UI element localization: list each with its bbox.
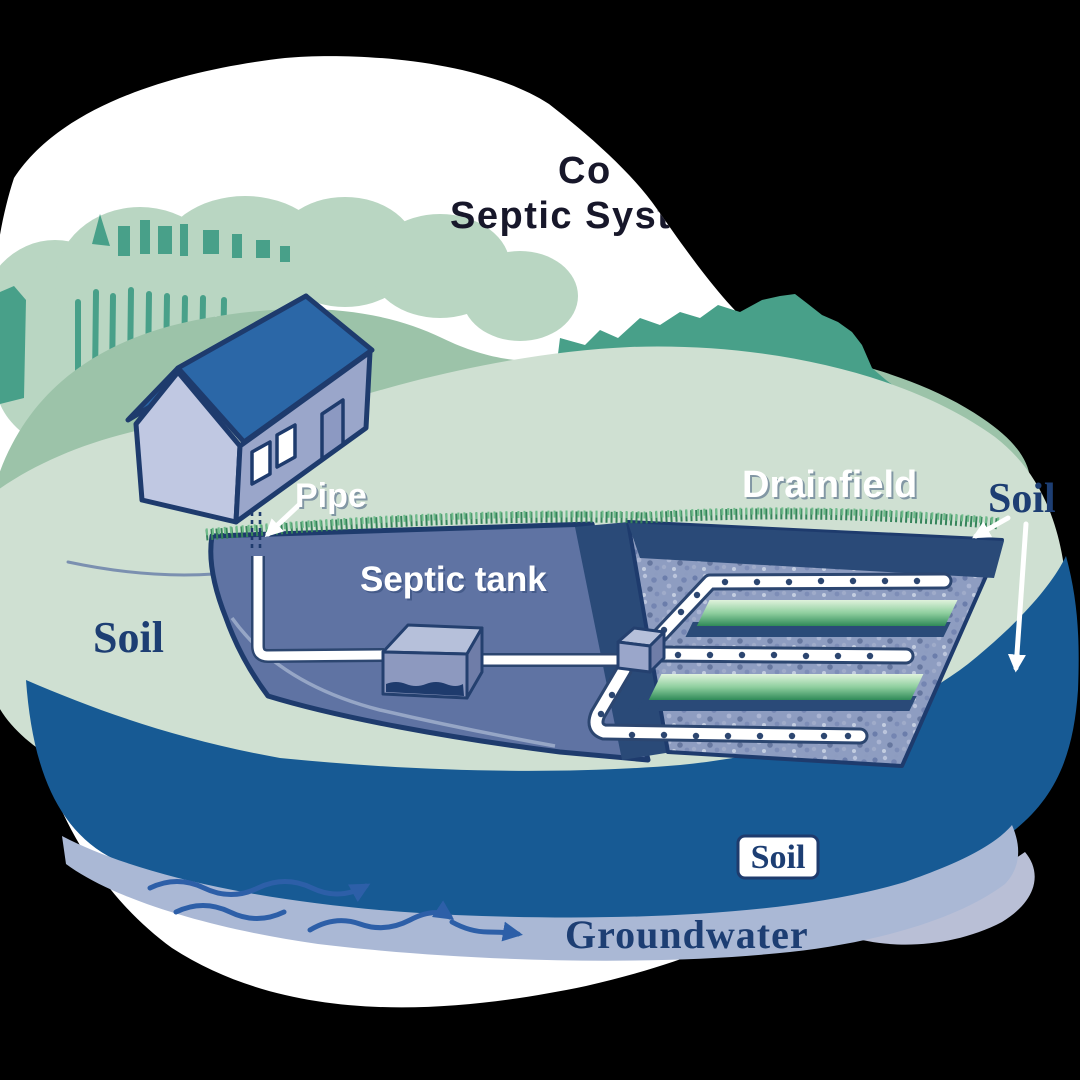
surface-grass	[205, 507, 1001, 541]
distribution-box	[616, 626, 666, 674]
house-window	[275, 423, 297, 469]
soil-callout-arrow	[972, 515, 1011, 539]
groundwater-flow-arrows	[147, 879, 523, 942]
drainfield-top-band	[628, 523, 1004, 578]
septic-tank-box	[381, 623, 484, 700]
callout-arrows	[264, 501, 1029, 673]
drainfield-grass-row	[696, 600, 958, 626]
dbox-front-face	[616, 640, 652, 674]
title-line-2: Septic Syst	[450, 195, 671, 237]
pipe-label-shadow: Pipe	[297, 479, 369, 517]
plumbing	[250, 512, 666, 700]
soil-depth-arrow	[1007, 521, 1029, 673]
deep-soil-layer	[26, 556, 1079, 929]
wavy-line	[173, 903, 287, 921]
title-block: Co Septic Syst	[450, 150, 671, 237]
tank-liquid-level	[386, 682, 464, 696]
soil-label-left: Soil	[93, 613, 164, 662]
drainfield-label: Drainfield	[742, 464, 917, 506]
drainfield-grass-row	[648, 674, 924, 700]
trench-separators	[637, 600, 958, 711]
wavy-arrow	[307, 900, 455, 933]
house	[125, 293, 375, 525]
drainfield-label-shadow: Drainfield	[744, 466, 919, 508]
septic-tank-label-shadow: Septic tank	[362, 562, 549, 601]
house-door	[320, 398, 345, 461]
soil-badge-frame	[736, 834, 820, 880]
wavy-arrow	[147, 879, 371, 903]
house-outlet-dashed-pipe	[250, 512, 262, 552]
pipe-callout-arrow	[264, 501, 303, 538]
soil-deep-badge: Soil	[736, 834, 820, 880]
pipe-label: Pipe	[295, 477, 367, 515]
groundwater-layer	[62, 825, 1019, 961]
house-window	[250, 440, 272, 486]
inlet-pipe-white	[253, 556, 385, 661]
groundwater-label: Groundwater	[565, 912, 809, 957]
lawn-contour-line	[66, 560, 216, 577]
soil-deep-label: Soil	[751, 839, 806, 876]
diagram-labels: Pipe Pipe Septic tank Septic tank Drainf…	[93, 464, 1056, 957]
title-line-1: Co	[558, 150, 612, 192]
pipe-perforation-dots	[597, 577, 921, 740]
soil-label-right: Soil	[988, 476, 1056, 522]
septic-tank-label: Septic tank	[360, 560, 547, 599]
wavy-arrow	[449, 919, 523, 942]
distant-conifers	[92, 214, 290, 262]
house-roof-right-slope	[175, 293, 375, 445]
